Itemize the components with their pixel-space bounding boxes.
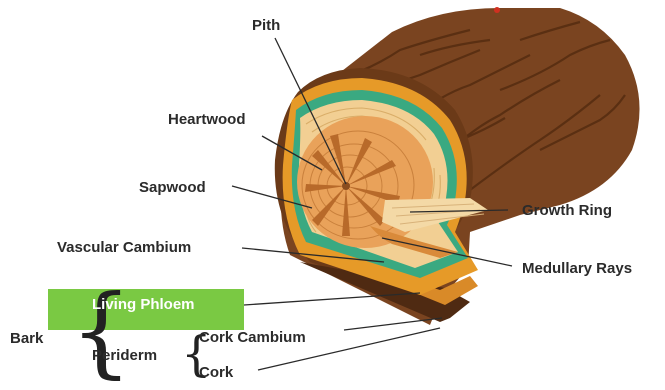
label-heartwood: Heartwood	[168, 111, 246, 128]
red-dot	[494, 7, 500, 13]
label-pith: Pith	[252, 17, 280, 34]
label-medullary-rays: Medullary Rays	[522, 260, 632, 277]
leader-cork-cambium	[344, 318, 442, 330]
label-bark: Bark	[10, 330, 44, 347]
label-cork-cambium: Cork Cambium	[199, 329, 306, 346]
label-cork: Cork	[199, 364, 234, 381]
log-illustration	[275, 7, 640, 325]
label-periderm: Periderm	[92, 347, 157, 364]
label-vascular-cambium: Vascular Cambium	[57, 239, 191, 256]
label-living-phloem: Living Phloem	[92, 296, 195, 313]
label-growth-ring: Growth Ring	[522, 202, 612, 219]
bark-brace: {	[70, 275, 132, 389]
label-sapwood: Sapwood	[139, 179, 206, 196]
